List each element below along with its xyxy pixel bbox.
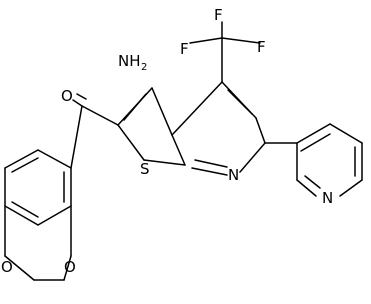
dioxane-oxygen-left-label: O (1, 258, 13, 276)
thiophene-sulfur-label: S (140, 160, 150, 178)
dioxane-oxygen-right-label: O (64, 258, 76, 276)
amino-label: NH (118, 52, 141, 70)
fused-pyridine-nitrogen-label: N (228, 166, 239, 184)
carbonyl-oxygen-label: O (61, 87, 73, 105)
atom-labels: NH 2 F F F O S N N O O (1, 6, 333, 276)
amino-subscript: 2 (141, 62, 147, 73)
fluorine-top-label: F (214, 6, 223, 24)
pyridyl-nitrogen-label: N (322, 189, 333, 207)
bonds (4, 21, 363, 281)
fluorine-right-label: F (257, 38, 266, 56)
fluorine-left-label: F (180, 40, 189, 58)
